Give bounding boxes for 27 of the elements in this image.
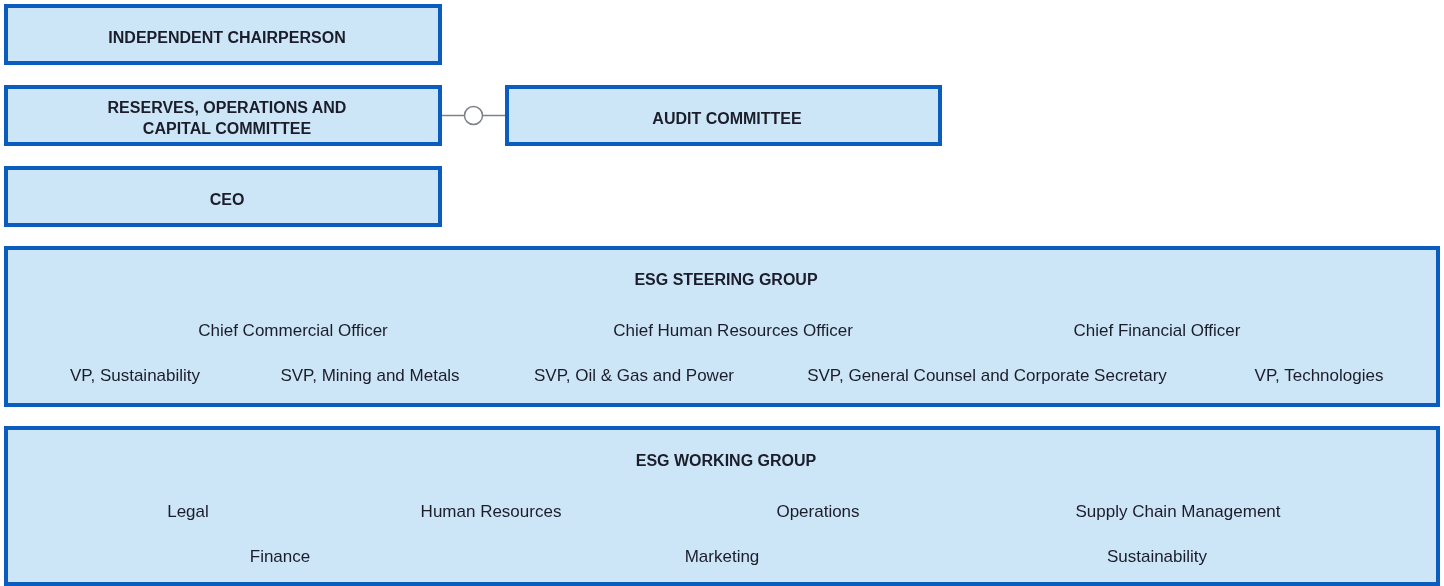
org-box [4,4,442,65]
member-label: Marketing [684,545,760,568]
box-title: RESERVES, OPERATIONS AND CAPITAL COMMITTEE [106,98,348,139]
member-label: Chief Commercial Officer [198,319,388,342]
member-label: Human Resources [420,500,562,523]
box-title: AUDIT COMMITTEE [652,108,802,129]
member-label: Chief Human Resources Officer [613,319,853,342]
box-title: ESG STEERING GROUP [634,269,818,290]
member-label: SVP, General Counsel and Corporate Secretary [807,364,1167,387]
member-label: Sustainability [1106,545,1208,568]
member-label: VP, Technologies [1254,364,1384,387]
member-label: Operations [776,500,860,523]
member-label: Finance [249,545,311,568]
member-label: Legal [167,500,209,523]
org-box [505,85,942,146]
org-box [4,166,442,227]
box-title: ESG WORKING GROUP [635,450,817,471]
box-title: CEO [209,189,245,210]
group-band [4,426,1440,586]
member-label: SVP, Mining and Metals [280,364,460,387]
member-label: Chief Financial Officer [1073,319,1241,342]
member-label: SVP, Oil & Gas and Power [534,364,734,387]
member-label: VP, Sustainability [69,364,201,387]
box-title: INDEPENDENT CHAIRPERSON [108,27,346,48]
member-label: Supply Chain Management [1075,500,1281,523]
org-box [4,85,442,146]
group-band [4,246,1440,407]
